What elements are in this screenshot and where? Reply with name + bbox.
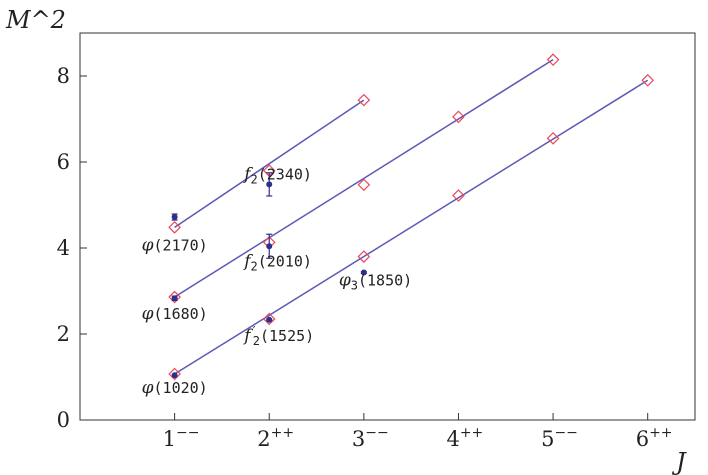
experimental-point-4 (360, 269, 367, 276)
y-tick-label-2: 4 (57, 236, 70, 260)
prediction-point-trajectory-middle-3 (452, 110, 465, 124)
data-points (168, 53, 655, 381)
label-4: φ3(1850) (339, 271, 412, 293)
plot-frame (79, 32, 696, 421)
label-symbol-1: f (242, 165, 253, 185)
prediction-point-trajectory-upper-0 (168, 221, 181, 234)
label-3: f2(2010) (242, 251, 312, 273)
label-symbol-0: φ (142, 235, 154, 255)
x-tick-label-superscript-1: ++ (271, 425, 294, 441)
experimental-point-2 (171, 295, 178, 302)
x-tick-label-base-0: 1 (163, 427, 176, 451)
x-tick-label-superscript-0: −− (176, 425, 199, 441)
x-tick-label-1: 2++ (257, 425, 294, 451)
annotation-labels: φ(2170)f2(2340)φ(1680)f2(2010)φ3(1850)φ(… (142, 165, 413, 398)
x-tick-label-0: 1−− (163, 425, 200, 451)
prediction-point-trajectory-middle-0 (168, 290, 181, 304)
y-tick-label-3: 6 (57, 150, 70, 174)
prediction-point-trajectory-lower-1 (262, 312, 276, 326)
label-text-6: (1525) (260, 327, 314, 345)
label-symbol-2: φ (142, 304, 154, 324)
x-tick-label-4: 5−− (541, 425, 578, 451)
label-2: φ(1680) (142, 304, 208, 324)
label-1: f2(2340) (242, 165, 312, 187)
x-tick-label-5: 6++ (636, 425, 673, 451)
label-text-1: (2340) (258, 166, 312, 184)
x-tick-label-superscript-5: ++ (649, 425, 672, 441)
label-subscript-3: 2 (251, 259, 258, 273)
experimental-point-3 (266, 243, 273, 250)
label-5: φ(1020) (142, 378, 208, 398)
prediction-point-trajectory-middle-4 (546, 53, 560, 67)
prediction-point-trajectory-upper-2 (357, 93, 371, 107)
experimental-point-5 (171, 372, 178, 379)
fit-lines (174, 59, 649, 375)
prediction-point-trajectory-lower-4 (546, 132, 560, 145)
prediction-point-trajectory-middle-2 (357, 178, 371, 192)
experimental-point-6 (266, 316, 273, 323)
x-tick-label-2: 3−− (352, 425, 389, 451)
label-text-3: (2010) (258, 252, 312, 270)
label-symbol-4: φ (339, 271, 351, 291)
x-tick-label-superscript-3: ++ (460, 425, 483, 441)
label-text-0: (2170) (154, 236, 208, 254)
x-tick-label-superscript-4: −− (554, 425, 577, 441)
x-tick-label-superscript-2: −− (365, 425, 388, 441)
prediction-point-trajectory-lower-2 (357, 250, 371, 263)
x-tick-label-base-4: 5 (541, 427, 554, 451)
x-tick-label-base-3: 4 (446, 427, 459, 451)
label-text-5: (1020) (154, 379, 208, 397)
prediction-point-trajectory-lower-5 (641, 73, 655, 87)
label-symbol-3: f (242, 251, 253, 271)
x-tick-label-3: 4++ (446, 425, 483, 451)
prediction-point-trajectory-lower-3 (452, 189, 465, 202)
experimental-point-0 (171, 214, 178, 221)
x-axis-title: J (671, 448, 687, 475)
label-symbol-5: φ (142, 378, 154, 398)
label-text-4: (1850) (358, 272, 412, 290)
x-tick-label-base-1: 2 (257, 427, 270, 451)
label-6: f′2(1525) (242, 324, 314, 348)
fit-line-trajectory-upper (174, 99, 365, 228)
label-subscript-4: 3 (351, 279, 358, 293)
y-axis-title: M^2 (5, 6, 66, 34)
prediction-point-trajectory-lower-0 (168, 367, 181, 381)
label-symbol-6: f (242, 326, 253, 346)
fit-line-trajectory-middle (174, 59, 554, 298)
label-text-2: (1680) (154, 305, 208, 323)
x-tick-label-base-5: 6 (636, 427, 649, 451)
fit-line-trajectory-lower (174, 79, 649, 375)
y-tick-label-0: 0 (57, 408, 70, 432)
x-tick-label-base-2: 3 (352, 427, 365, 451)
y-tick-label-1: 2 (57, 322, 70, 346)
label-0: φ(2170) (142, 235, 208, 255)
label-subscript-1: 2 (251, 173, 258, 187)
y-tick-label-4: 8 (57, 64, 70, 88)
experimental-point-1 (266, 181, 273, 188)
label-prime-6: ′ (251, 324, 258, 338)
label-subscript-6: 2 (253, 334, 260, 348)
